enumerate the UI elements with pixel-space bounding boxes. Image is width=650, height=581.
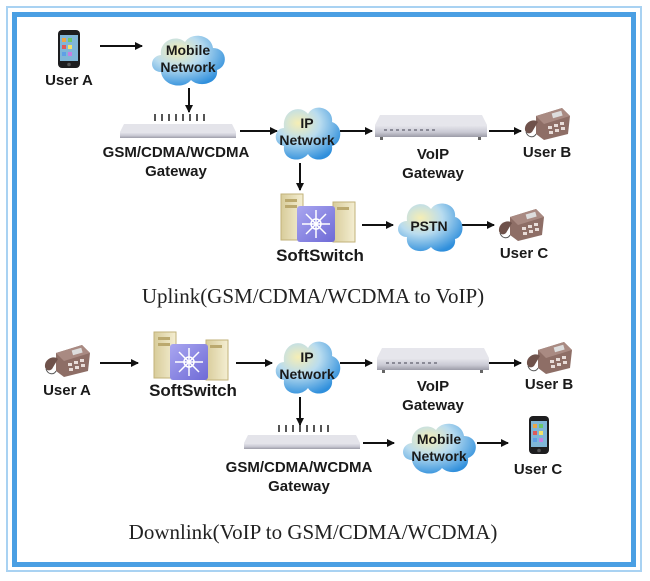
cloud-label-line1: Mobile bbox=[416, 431, 462, 447]
uplink-softswitch-label: SoftSwitch bbox=[276, 246, 364, 265]
cloud-icon bbox=[398, 203, 463, 252]
uplink-user-c-label: User C bbox=[499, 245, 549, 262]
label-line1: VoIP bbox=[416, 146, 450, 163]
label-line2: Gateway bbox=[268, 478, 330, 495]
label-line2: Gateway bbox=[145, 163, 207, 180]
cloud-icon bbox=[275, 107, 341, 160]
label-line1: GSM/CDMA/WCDMA bbox=[102, 144, 250, 161]
downlink-user-c-label: User C bbox=[513, 461, 563, 478]
cloud-label-line1: Mobile bbox=[165, 42, 211, 58]
cloud-label-line1: PSTN bbox=[410, 217, 448, 234]
cloud-label-line2: Network bbox=[411, 448, 467, 464]
voip-device-icon bbox=[375, 115, 487, 140]
gateway-device-icon bbox=[120, 114, 236, 138]
gateway-device-icon bbox=[244, 425, 360, 449]
downlink-caption: Downlink(VoIP to GSM/CDMA/WCDMA) bbox=[128, 520, 498, 544]
uplink-voip-gateway-label: VoIP Gateway bbox=[402, 145, 464, 183]
label-line2: Gateway bbox=[402, 397, 464, 414]
cloud-icon bbox=[403, 423, 476, 474]
downlink-gsm-gateway-label: GSM/CDMA/WCDMA Gateway bbox=[226, 458, 373, 496]
desk-phone-icon bbox=[498, 209, 544, 241]
uplink-caption: Uplink(GSM/CDMA/WCDMA to VoIP) bbox=[141, 284, 485, 308]
cloud-icon bbox=[152, 35, 225, 86]
uplink-user-a-label: User A bbox=[45, 72, 93, 89]
cloud-label-line2: Network bbox=[279, 366, 335, 382]
mobile-phone-icon bbox=[529, 416, 549, 454]
label-line1: GSM/CDMA/WCDMA bbox=[225, 459, 373, 476]
softswitch-server-icon bbox=[280, 193, 356, 243]
uplink-voip-gateway-device bbox=[374, 113, 488, 148]
downlink-user-a-label: User A bbox=[43, 382, 91, 399]
downlink-softswitch-server bbox=[152, 330, 232, 387]
cloud-label-line1: IP bbox=[300, 349, 314, 365]
downlink-gsm-gateway-device bbox=[242, 423, 362, 456]
softswitch-server-icon bbox=[153, 331, 229, 381]
inner-frame bbox=[12, 12, 636, 567]
cloud-label-line2: Network bbox=[279, 132, 335, 148]
uplink-gsm-gateway-device bbox=[118, 112, 238, 145]
outer-frame bbox=[6, 6, 642, 572]
desk-phone-icon bbox=[44, 345, 90, 377]
downlink-softswitch-label: SoftSwitch bbox=[149, 381, 237, 400]
uplink-pstn-cloud: PSTN bbox=[395, 197, 463, 255]
cloud-label-line2: Network bbox=[160, 59, 216, 75]
downlink-user-a-phone bbox=[42, 343, 92, 384]
downlink-user-b-label: User B bbox=[524, 376, 574, 393]
uplink-gsm-gateway-label: GSM/CDMA/WCDMA Gateway bbox=[103, 143, 250, 181]
uplink-user-b-phone bbox=[522, 106, 572, 147]
cloud-label-line1: IP bbox=[300, 115, 314, 131]
uplink-softswitch-server bbox=[279, 192, 359, 249]
downlink-user-c-phone bbox=[528, 415, 550, 460]
mobile-phone-icon bbox=[58, 30, 80, 68]
downlink-user-b-phone bbox=[524, 340, 574, 381]
downlink-voip-gateway-label: VoIP Gateway bbox=[402, 377, 464, 415]
uplink-user-b-label: User B bbox=[522, 144, 572, 161]
desk-phone-icon bbox=[526, 342, 572, 374]
uplink-user-c-phone bbox=[496, 207, 546, 248]
label-line1: VoIP bbox=[416, 378, 450, 395]
desk-phone-icon bbox=[524, 108, 570, 140]
cloud-icon bbox=[275, 341, 341, 394]
voip-device-icon bbox=[377, 348, 489, 373]
label-line2: Gateway bbox=[402, 165, 464, 182]
downlink-voip-gateway-device bbox=[376, 346, 490, 381]
uplink-user-a-phone bbox=[57, 29, 81, 74]
